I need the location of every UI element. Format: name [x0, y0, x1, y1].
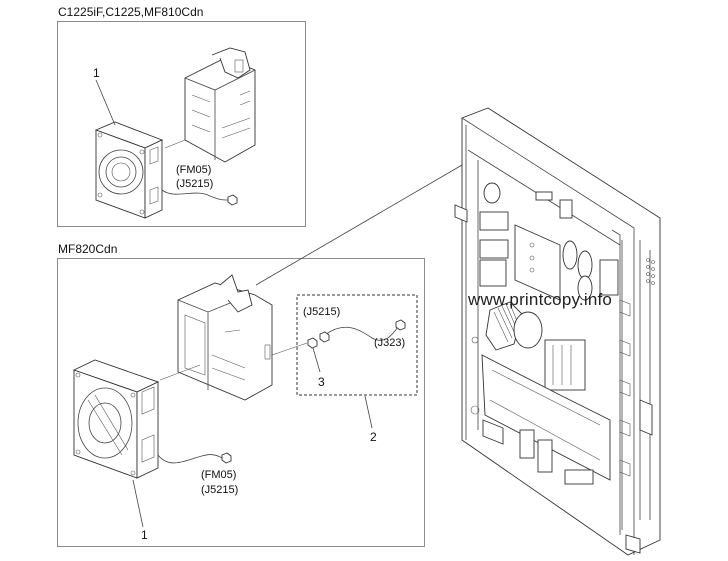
connector-top [227, 194, 238, 206]
label-fm05-top: (FM05) [176, 164, 212, 176]
leader-duct-to-frame [255, 164, 463, 286]
panel-title-mf820: MF820Cdn [58, 242, 118, 256]
callout-number-3: 3 [318, 375, 325, 389]
watermark: www.printcopy.info [468, 290, 613, 309]
callout-number-2: 2 [370, 430, 377, 444]
connector-part-3 [307, 337, 318, 349]
callout-leader-1-top [95, 79, 116, 126]
fan-duct-top [184, 47, 256, 163]
label-j5215-bottom: (J5215) [201, 484, 239, 496]
cable-j5215-j323 [324, 326, 399, 341]
assembly-line-bottom [159, 364, 201, 381]
label-fm05-bottom: (FM05) [201, 469, 237, 481]
fan-duct-bottom [177, 274, 273, 401]
callout-leader-3 [312, 347, 321, 373]
callout-number-1-bottom: 1 [141, 528, 148, 542]
callout-number-1-top: 1 [93, 66, 100, 80]
fan-small [94, 121, 164, 219]
panel-box-c1225 [57, 21, 306, 227]
label-j5215-top: (J5215) [176, 178, 214, 190]
callout-leader-2 [364, 395, 373, 429]
fan-cable-bottom [157, 454, 223, 464]
connector-j5215 [319, 331, 330, 343]
callout-leader-1-bottom [132, 479, 144, 528]
label-j5215-cable: (J5215) [303, 306, 341, 318]
connector-j323 [395, 319, 406, 331]
fan-large [72, 359, 160, 479]
panel-title-c1225: C1225iF,C1225,MF810Cdn [58, 5, 204, 19]
fan-cable-top [161, 189, 229, 201]
connector-bottom [221, 452, 232, 464]
leader-connector-to-duct [271, 342, 308, 356]
panel-box-mf820 [57, 258, 425, 547]
cable-assembly-box [296, 294, 418, 396]
printer-mainframe [454, 107, 661, 556]
label-j323-cable: (J323) [374, 337, 406, 349]
